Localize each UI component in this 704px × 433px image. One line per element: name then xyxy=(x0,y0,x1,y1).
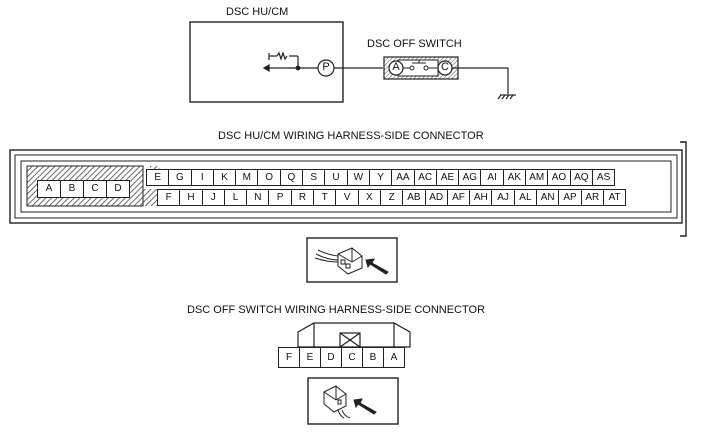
connector-pin: Q xyxy=(279,169,304,186)
connector-pin: Z xyxy=(379,189,404,206)
connector-pin: AO xyxy=(547,169,571,186)
connector-pin: B xyxy=(362,347,384,368)
connector-pin: AE xyxy=(435,169,460,186)
terminal-p-label: P xyxy=(322,61,330,73)
connector-pin: H xyxy=(179,189,203,206)
connector-pin: AQ xyxy=(569,169,593,186)
connector-pin: AL xyxy=(513,189,538,206)
switch-connector-title: DSC OFF SWITCH WIRING HARNESS-SIDE CONNE… xyxy=(187,304,486,316)
connector-pin: A xyxy=(383,347,405,368)
connector-pin: E xyxy=(299,347,321,368)
connector-pin: V xyxy=(335,189,359,206)
connector-pin: AA xyxy=(391,169,415,186)
connector-pin: J xyxy=(201,189,225,206)
module-box xyxy=(189,21,344,103)
ground-icon xyxy=(497,94,516,100)
connector-pin: AS xyxy=(591,169,616,186)
connector-pin: AT xyxy=(602,189,627,206)
connector-pin: P xyxy=(268,189,292,206)
connector-pin: C xyxy=(83,180,107,198)
connector-pin: E xyxy=(146,169,170,186)
connector-pin: AK xyxy=(502,169,527,186)
connector-pin: D xyxy=(320,347,342,368)
terminal-c-label: C xyxy=(441,61,449,73)
switch-contact-icon xyxy=(403,60,438,71)
connector-pin: AC xyxy=(413,169,437,186)
connector-pin: R xyxy=(290,189,315,206)
connector-pin: AF xyxy=(446,189,471,206)
connector-pin: C xyxy=(341,347,363,368)
connector-pin: AB xyxy=(402,189,426,206)
connector-pin: G xyxy=(168,169,192,186)
connector-pin: AI xyxy=(480,169,504,186)
connector-pin: AP xyxy=(558,189,582,206)
connector-pin: X xyxy=(357,189,381,206)
connector-latch xyxy=(680,141,687,237)
connector-pin: Y xyxy=(368,169,393,186)
connector-pin: K xyxy=(212,169,237,186)
switch-title: DSC OFF SWITCH xyxy=(367,38,462,50)
connector-pin: M xyxy=(235,169,259,186)
connector-pin: N xyxy=(246,189,270,206)
connector-pin: D xyxy=(106,180,130,198)
connector-pin: F xyxy=(278,347,300,368)
connector-pin: B xyxy=(60,180,84,198)
connector-pin: W xyxy=(346,169,370,186)
module-title: DSC HU/CM xyxy=(226,6,289,18)
connector-pin: AM xyxy=(525,169,549,186)
connector-pin: T xyxy=(313,189,337,206)
connector-pin: F xyxy=(157,189,181,206)
switch-view-icon-frame xyxy=(307,377,399,425)
connector-pin: AJ xyxy=(491,189,515,206)
connector-pin: I xyxy=(190,169,214,186)
connector-pin: AR xyxy=(580,189,604,206)
connector-pin: O xyxy=(257,169,281,186)
connector-pin: AD xyxy=(424,189,448,206)
connector-pin: A xyxy=(37,180,61,198)
switch-connector-housing xyxy=(297,322,411,348)
hu-connector-title: DSC HU/CM WIRING HARNESS-SIDE CONNECTOR xyxy=(218,130,484,142)
connector-pin: AG xyxy=(458,169,482,186)
connector-pin: AN xyxy=(536,189,560,206)
connector-pin: AH xyxy=(469,189,493,206)
connector-pin: L xyxy=(223,189,248,206)
connector-pin: S xyxy=(302,169,326,186)
plug-icon xyxy=(314,247,389,275)
terminal-a-label: A xyxy=(392,61,400,73)
internal-circuit-icon xyxy=(262,51,318,73)
connector-pin: U xyxy=(324,169,348,186)
plug-icon-2 xyxy=(323,385,377,419)
